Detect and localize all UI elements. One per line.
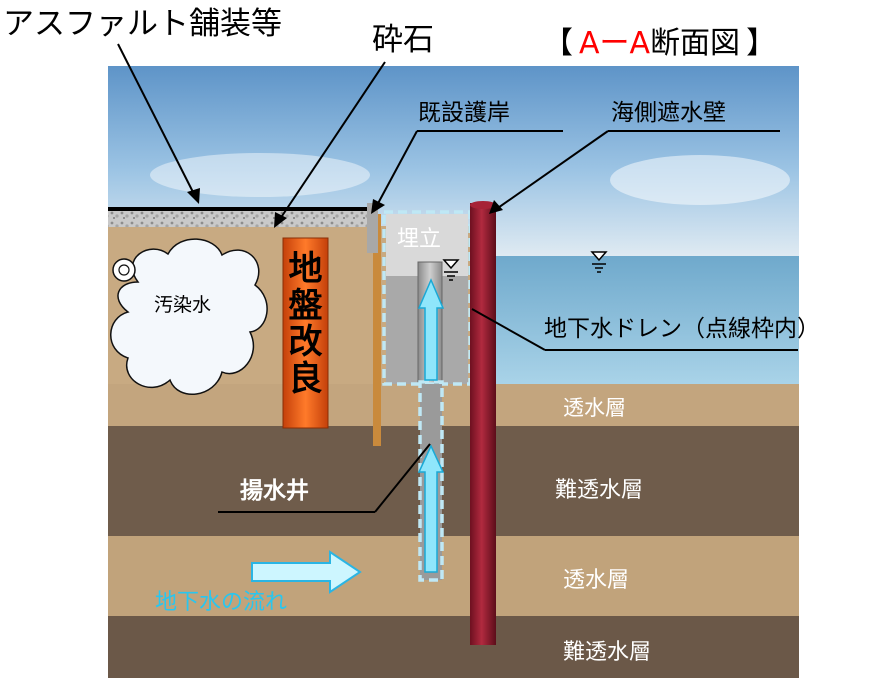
asphalt-layer	[108, 207, 370, 211]
water-level-icon	[590, 251, 608, 273]
title-part2: A	[629, 26, 651, 61]
title-suffix: 断面図	[650, 26, 741, 61]
label-reclaimed: 埋立	[397, 227, 442, 252]
label-impermeable-layer-2: 難透水層	[563, 640, 652, 665]
title-dash: ー	[599, 26, 630, 61]
label-contaminated-water: 汚染水	[154, 294, 212, 316]
ground-improvement-block	[282, 237, 329, 429]
impermeable-layer-2	[108, 616, 799, 678]
label-asphalt: アスファルト舗装等	[3, 6, 282, 42]
groundwater-flow-arrow	[251, 550, 362, 594]
title-bracket-open: 【	[543, 26, 573, 61]
permeable-layer-2	[108, 536, 799, 616]
label-crushed-stone: 砕石	[372, 22, 434, 58]
cloud	[150, 153, 370, 197]
sea-side-wall-top	[470, 201, 496, 209]
arrowhead-existing-seawall	[371, 199, 385, 214]
existing-seawall-pile	[373, 214, 381, 446]
water-level-icon	[442, 259, 460, 281]
title-part1: A	[579, 26, 600, 61]
label-pumping-well: 揚水井	[240, 478, 309, 504]
diagram-title: 【AーA断面図】	[543, 29, 776, 59]
title-bracket-close: 】	[746, 26, 777, 61]
upward-flow-arrow-upper	[417, 278, 445, 381]
contaminated-water-cloud	[110, 238, 268, 395]
label-ground-improvement: 地盤改良	[288, 249, 323, 400]
label-permeable-layer-1: 透水層	[563, 396, 626, 420]
cloud	[610, 155, 790, 205]
sea-side-impermeable-wall	[470, 203, 496, 645]
contaminated-water-source-icon-inner	[118, 264, 130, 276]
label-impermeable-layer-1: 難透水層	[555, 478, 644, 503]
arrowhead-crushed-stone	[274, 212, 287, 228]
existing-seawall-cap	[367, 203, 378, 253]
arrowhead-sea-side-wall	[489, 200, 503, 214]
arrowhead-asphalt	[187, 188, 200, 204]
label-sea-side-wall: 海側遮水壁	[611, 100, 726, 126]
pumping-well-dashed-frame	[418, 380, 444, 582]
label-groundwater-drain: 地下水ドレン（点線枠内）	[544, 316, 820, 342]
label-existing-seawall: 既設護岸	[418, 100, 510, 126]
sea	[470, 256, 799, 384]
leader-lines	[117, 43, 798, 513]
impermeable-layer-1	[108, 426, 799, 536]
permeable-layer-1	[108, 384, 799, 426]
crushed-stone-layer	[108, 210, 370, 227]
label-permeable-layer-2: 透水層	[563, 568, 630, 593]
upward-flow-arrow-lower	[417, 444, 445, 573]
label-groundwater-flow: 地下水の流れ	[155, 590, 288, 615]
